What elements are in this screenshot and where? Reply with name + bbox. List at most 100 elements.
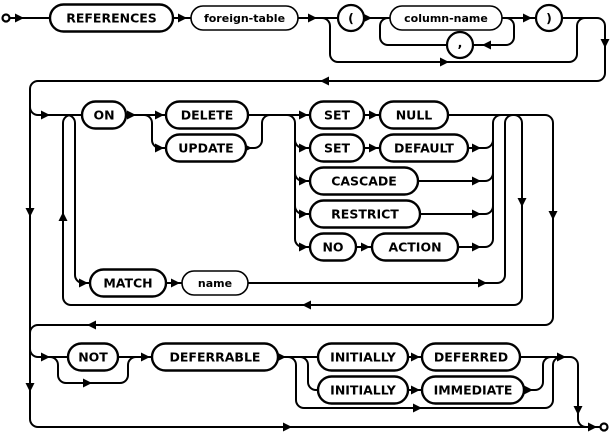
keyword-default-box (378, 133, 470, 163)
keyword-references-label: REFERENCES (66, 11, 157, 26)
keyword-set-1-label: SET (324, 108, 351, 123)
punct-comma-circle (445, 30, 475, 60)
arrowhead (58, 212, 68, 221)
arrowhead (411, 385, 420, 395)
deferrable-row (29, 348, 587, 428)
keyword-deferrable-box (150, 342, 280, 372)
keyword-match-box (88, 268, 168, 298)
arrowhead (482, 40, 491, 50)
nonterminal-name-box (181, 270, 249, 296)
keyword-initially-2-box (316, 375, 410, 405)
arrowhead (41, 110, 50, 120)
keyword-delete-label: DELETE (181, 108, 233, 123)
arrowhead (299, 176, 308, 186)
nonterminal-foreign-table: foreign-table (190, 5, 299, 31)
action-exit-arc4 (484, 205, 494, 215)
arrowhead (361, 242, 370, 252)
keyword-delete: DELETE (164, 100, 250, 130)
arrowhead (320, 76, 329, 86)
arrowhead (573, 406, 583, 415)
arrowhead (299, 242, 308, 252)
keyword-null-box (378, 100, 450, 130)
keyword-update-box (164, 133, 248, 163)
punct-open-paren-label: ( (348, 11, 354, 26)
arrowhead (411, 352, 420, 362)
arrowhead (517, 198, 527, 207)
keyword-action-box (370, 232, 460, 262)
keyword-cascade-box (308, 166, 420, 196)
keyword-match: MATCH (88, 268, 168, 298)
nonterminal-foreign-table-box (190, 5, 299, 31)
match-branch-down (66, 114, 84, 284)
keyword-set-2-box (308, 133, 366, 163)
keyword-no-box (308, 232, 358, 262)
not-bypass (49, 356, 137, 384)
arrowhead (440, 57, 449, 67)
arrowhead (472, 176, 481, 186)
arrowhead (171, 278, 180, 288)
arrowhead (524, 385, 533, 395)
arrowhead (41, 352, 50, 362)
arrowhead (25, 208, 35, 217)
keyword-not-label: NOT (78, 350, 108, 365)
punct-comma-label: , (458, 35, 463, 50)
keyword-set-1: SET (308, 100, 366, 130)
keyword-null: NULL (378, 100, 450, 130)
punct-close-paren-circle (534, 3, 564, 33)
arrowhead (178, 13, 187, 23)
keyword-initially-1-box (316, 342, 410, 372)
punct-comma: , (445, 30, 475, 60)
arrowhead (79, 278, 88, 288)
keyword-no-label: NO (322, 240, 343, 255)
start-terminal-icon (1, 13, 11, 23)
punct-close-paren: ) (534, 3, 564, 33)
keyword-no: NO (308, 232, 358, 262)
main-top-and-left-rail (10, 17, 606, 428)
keyword-restrict-box (308, 199, 422, 229)
keyword-references-box (48, 3, 175, 33)
arrowhead (15, 13, 24, 23)
arrowhead (299, 110, 308, 120)
arrowhead (588, 422, 597, 432)
keyword-set-2-label: SET (324, 141, 351, 156)
keyword-immediate: IMMEDIATE (420, 375, 526, 405)
arrowhead (472, 209, 481, 219)
arrowhead (600, 39, 610, 48)
keyword-not: NOT (66, 342, 120, 372)
keyword-update-label: UPDATE (178, 141, 233, 156)
action-exit-merge (484, 114, 502, 248)
keyword-deferred-box (420, 342, 522, 372)
arrowhead (83, 378, 92, 388)
arrowhead (557, 352, 566, 362)
paren-bypass (321, 17, 586, 63)
nonterminal-column-name: column-name (389, 5, 503, 31)
arrowhead (369, 143, 378, 153)
nonterminal-name-label: name (198, 277, 232, 290)
loop-repeat-down (71, 114, 523, 306)
arrowhead (127, 110, 136, 120)
arrowhead (299, 143, 308, 153)
keyword-immediate-box (420, 375, 526, 405)
arrowhead (302, 300, 311, 310)
punct-open-paren: ( (336, 3, 366, 33)
keyword-action: ACTION (370, 232, 460, 262)
arrowhead (472, 242, 481, 252)
keyword-restrict-label: RESTRICT (331, 207, 399, 222)
punct-close-paren-label: ) (546, 11, 552, 26)
arrowhead (523, 13, 532, 23)
keyword-deferred-label: DEFERRED (434, 350, 508, 365)
arrowhead (87, 320, 96, 330)
nonterminal-foreign-table-label: foreign-table (204, 12, 285, 25)
keyword-immediate-label: IMMEDIATE (434, 383, 513, 398)
nonterminal-name: name (181, 270, 249, 296)
action-exit-arc3 (484, 172, 494, 182)
arrowhead (413, 403, 422, 413)
keyword-initially-1: INITIALLY (316, 342, 410, 372)
keyword-references: REFERENCES (48, 3, 175, 33)
arrowhead (299, 209, 308, 219)
keyword-set-1-box (308, 100, 366, 130)
arrowhead (472, 143, 481, 153)
arrowhead (141, 352, 150, 362)
